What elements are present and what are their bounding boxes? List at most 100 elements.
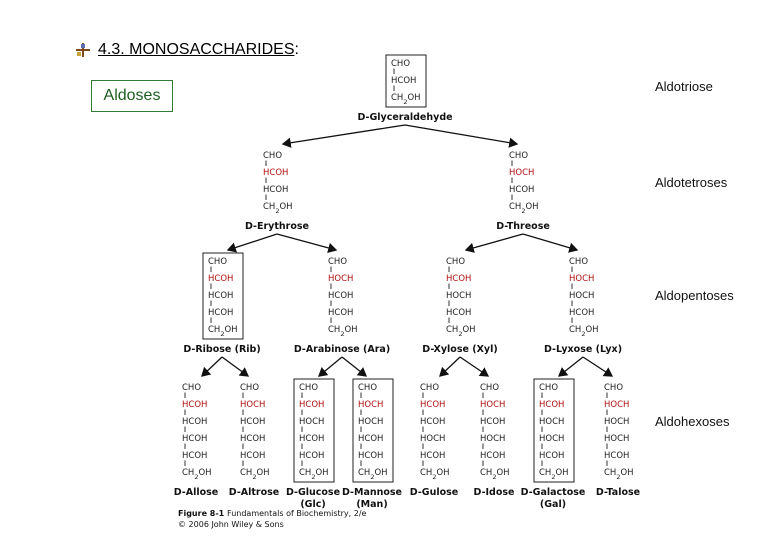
formula-line: CH2OH bbox=[299, 468, 329, 481]
sugar-name: D-Altrose bbox=[229, 487, 279, 498]
formula-line: HCOH bbox=[604, 451, 629, 461]
formula-line: CHO bbox=[480, 383, 499, 393]
sugar-name: D-Xylose (Xyl) bbox=[422, 344, 497, 355]
formula-line: HOCH bbox=[358, 417, 383, 427]
sugar-abbrev: (Glc) bbox=[300, 499, 325, 510]
formula-line: CH2OH bbox=[539, 468, 569, 481]
formula-line: CHO bbox=[358, 383, 377, 393]
derivation-arrow bbox=[404, 124, 519, 148]
formula-line: HCOH bbox=[240, 451, 265, 461]
formula-line: HCOH bbox=[208, 274, 233, 284]
formula-line: HCOH bbox=[263, 185, 288, 195]
highlight-frame bbox=[352, 378, 394, 483]
highlight-frame bbox=[533, 378, 575, 483]
derivation-arrow bbox=[221, 356, 250, 377]
formula-line: HCOH bbox=[539, 451, 564, 461]
formula-line: CH2OH bbox=[208, 325, 238, 338]
formula-line: CHO bbox=[328, 257, 347, 267]
sugar-name: D-Gulose bbox=[410, 487, 458, 498]
formula-line: CH2OH bbox=[391, 93, 421, 106]
derivation-arrow bbox=[226, 233, 278, 253]
formula-line: HOCH bbox=[604, 417, 629, 427]
formula-line: CH2OH bbox=[328, 325, 358, 338]
formula-line: HCOH bbox=[182, 417, 207, 427]
formula-line: HCOH bbox=[391, 76, 416, 86]
formula-line: CHO bbox=[182, 383, 201, 393]
formula-line: CH2OH bbox=[420, 468, 450, 481]
formula-line: HCOH bbox=[240, 434, 265, 444]
formula-line: CHO bbox=[240, 383, 259, 393]
formula-line: CHO bbox=[569, 257, 588, 267]
highlight-frame bbox=[385, 54, 427, 108]
bullet-icon bbox=[76, 43, 90, 57]
formula-line: CHO bbox=[263, 151, 282, 161]
formula-line: HCOH bbox=[240, 417, 265, 427]
formula-line: CH2OH bbox=[569, 325, 599, 338]
formula-line: HOCH bbox=[328, 274, 353, 284]
formula-line: CH2OH bbox=[604, 468, 634, 481]
derivation-arrow bbox=[276, 233, 338, 253]
formula-line: CHO bbox=[299, 383, 318, 393]
sugar-name: D-Galactose bbox=[521, 487, 586, 498]
formula-line: HOCH bbox=[604, 400, 629, 410]
sugar-name: D-Arabinose (Ara) bbox=[294, 344, 390, 355]
formula-line: HCOH bbox=[208, 308, 233, 318]
formula-line: HCOH bbox=[328, 308, 353, 318]
aldoses-label-box: Aldoses bbox=[91, 80, 173, 112]
section-heading: 4.3. MONOSACCHARIDES: bbox=[76, 41, 299, 59]
formula-line: CH2OH bbox=[446, 325, 476, 338]
formula-line: HCOH bbox=[446, 308, 471, 318]
formula-line: CH2OH bbox=[182, 468, 212, 481]
formula-line: HCOH bbox=[509, 185, 534, 195]
formula-line: HCOH bbox=[358, 434, 383, 444]
derivation-arrow bbox=[464, 233, 524, 253]
formula-line: HCOH bbox=[446, 274, 471, 284]
formula-line: HCOH bbox=[182, 451, 207, 461]
formula-line: HOCH bbox=[539, 434, 564, 444]
formula-line: HOCH bbox=[240, 400, 265, 410]
derivation-arrow bbox=[317, 356, 343, 377]
formula-line: HCOH bbox=[480, 417, 505, 427]
formula-line: HCOH bbox=[328, 291, 353, 301]
formula-line: CHO bbox=[391, 59, 410, 69]
sugar-name: D-Threose bbox=[496, 221, 550, 232]
formula-line: CH2OH bbox=[480, 468, 510, 481]
level-label: Aldopentoses bbox=[655, 288, 734, 303]
molecule-ara: CHO HOCH HCOH HCOH CH2OH D-Arabinose (Ara) bbox=[294, 257, 390, 355]
formula-line: CHO bbox=[420, 383, 439, 393]
sugar-name: D-Talose bbox=[596, 487, 640, 498]
sugar-abbrev: (Gal) bbox=[540, 499, 566, 510]
sugar-name: D-Idose bbox=[474, 487, 515, 498]
formula-line: CHO bbox=[539, 383, 558, 393]
formula-line: CH2OH bbox=[509, 202, 539, 215]
formula-line: CHO bbox=[446, 257, 465, 267]
formula-line: CH2OH bbox=[358, 468, 388, 481]
derivation-arrow bbox=[281, 124, 406, 148]
formula-line: CHO bbox=[208, 257, 227, 267]
copyright-note: © 2006 John Wiley & Sons bbox=[178, 520, 284, 529]
derivation-arrow bbox=[341, 356, 368, 377]
formula-line: CHO bbox=[604, 383, 623, 393]
formula-line: HCOH bbox=[420, 451, 445, 461]
formula-line: HOCH bbox=[480, 434, 505, 444]
sugar-name: D-Lyxose (Lyx) bbox=[544, 344, 622, 355]
formula-line: HCOH bbox=[420, 417, 445, 427]
derivation-arrow bbox=[201, 356, 223, 377]
derivation-arrow bbox=[459, 356, 490, 377]
derivation-arrow bbox=[557, 356, 584, 377]
formula-line: HOCH bbox=[358, 400, 383, 410]
highlight-frame bbox=[202, 252, 244, 340]
formula-line: HCOH bbox=[539, 400, 564, 410]
figure-credit: Figure 8-1 Fundamentals of Biochemistry,… bbox=[178, 509, 367, 518]
